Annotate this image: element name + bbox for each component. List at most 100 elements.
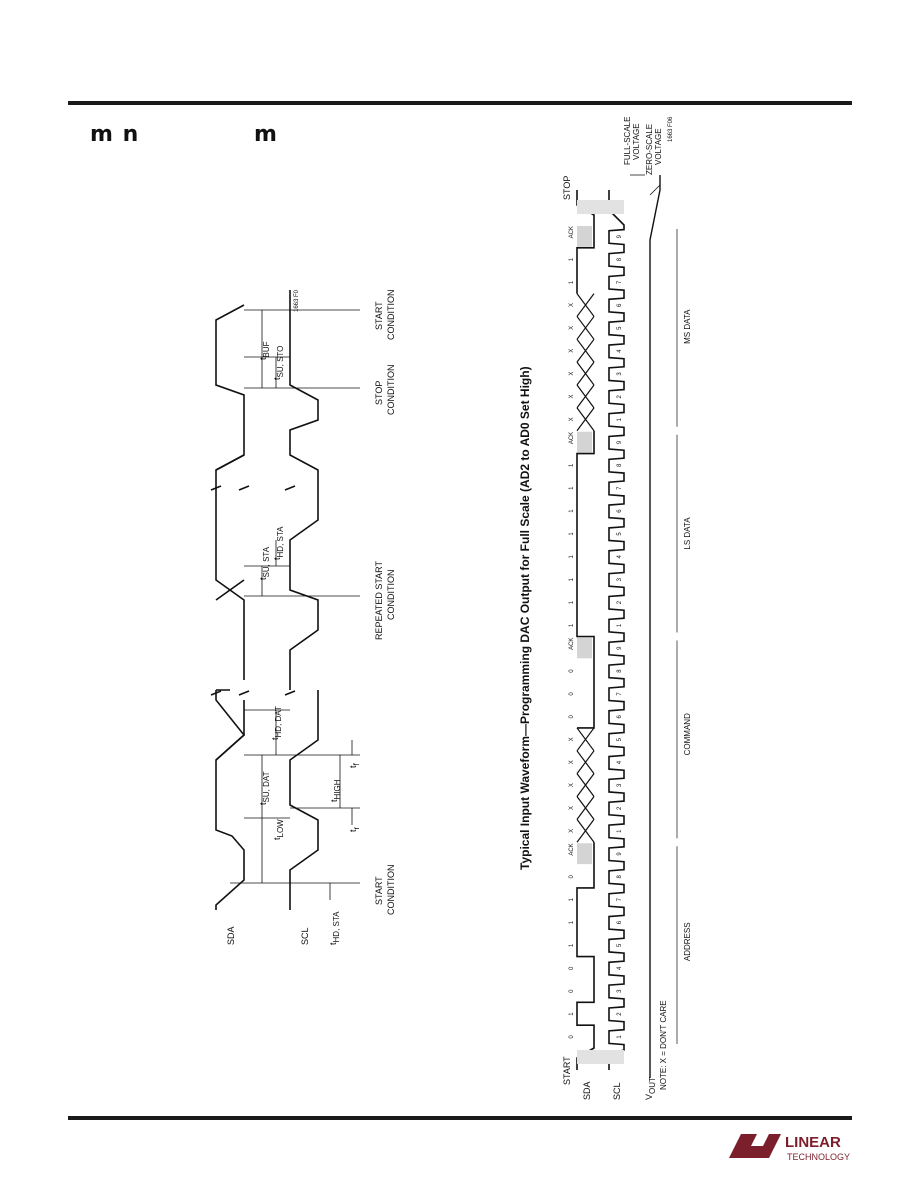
svg-text:tr: tr (348, 826, 361, 832)
svg-text:tHIGH: tHIGH (329, 779, 342, 802)
scl-count-label: 6 (617, 509, 623, 513)
header-fragment-right: m (254, 122, 278, 147)
t-hd-sta-left: t (328, 942, 338, 945)
scl-count-label: 4 (617, 554, 623, 558)
wave-scl-label: SCL (612, 1082, 622, 1100)
scl-count-label: 4 (617, 966, 623, 970)
sda-waveform-alt (215, 454, 245, 761)
logo-text-linear: LINEAR (785, 1134, 841, 1151)
scl-count-label: 1 (617, 417, 623, 421)
repeated-start-b: CONDITION (386, 570, 396, 621)
sda-bit-label: 1 (569, 623, 575, 627)
svg-text:tSU, DAT: tSU, DAT (258, 771, 271, 805)
sda-bit-label: 0 (569, 875, 575, 879)
t-su-dat: t (258, 802, 268, 805)
t-hd-dat-sub: HD, DAT (274, 706, 283, 738)
sda-bit-label: 0 (569, 669, 575, 673)
dont-care-note: NOTE: X = DON'T CARE (659, 1000, 668, 1090)
sda-bit-label: 1 (569, 509, 575, 513)
sda-dontcare-mark (576, 384, 595, 409)
sda-label: SDA (226, 926, 236, 945)
sda-dontcare-mark (576, 338, 595, 363)
scl-count-label: 3 (617, 577, 623, 581)
svg-text:tHD, DAT: tHD, DAT (270, 706, 283, 740)
zero-scale-label-b: VOLTAGE (654, 128, 663, 165)
svg-text:tBUF: tBUF (258, 341, 271, 360)
stop-shade (577, 200, 624, 214)
t-high: t (329, 799, 339, 802)
group-label-command: COMMAND (683, 713, 692, 755)
scl-count-label: 8 (617, 875, 623, 879)
t-hd-sta-left-sub: HD, STA (332, 911, 341, 943)
scl-count-label: 5 (617, 326, 623, 330)
svg-text:tHD, STA: tHD, STA (328, 911, 341, 945)
sda-waveform (215, 304, 246, 910)
sda-bit-label: ACK (569, 432, 575, 444)
scl-count-label: 7 (617, 486, 623, 490)
sda-bit-label: 1 (569, 943, 575, 947)
scl-wave-line (608, 190, 625, 1070)
scl-count-label: 4 (617, 349, 623, 353)
group-label-ls-data: LS DATA (683, 517, 692, 550)
vout-sub: OUT (648, 1077, 657, 1094)
t-su-dat-sub: SU, DAT (262, 771, 271, 802)
sda-bit-label: 0 (569, 1035, 575, 1039)
scl-count-label: 7 (617, 692, 623, 696)
group-label-address: ADDRESS (683, 922, 692, 961)
sda-dontcare-mark (576, 819, 595, 843)
svg-text:tf: tf (348, 762, 361, 768)
t-buf-sub: BUF (262, 341, 271, 357)
sda-bit-label: 0 (569, 966, 575, 970)
sda-bit-label: X (569, 394, 575, 398)
sda-dontcare-mark (576, 361, 595, 386)
t-hd-dat: t (270, 737, 280, 740)
t-f-sub: f (352, 762, 361, 765)
scl-count-label: 2 (617, 600, 623, 604)
t-su-sta-sub: SU, STA (262, 546, 271, 577)
sda-bit-label: 1 (569, 600, 575, 604)
vout-label: VOUT (644, 1077, 657, 1100)
t-r: t (348, 829, 358, 832)
sda-dontcare-mark (576, 293, 595, 317)
t-su-sta: t (258, 577, 268, 580)
scl-count-label: 6 (617, 920, 623, 924)
t-hd-sta-right: t (272, 557, 282, 560)
top-rule (68, 101, 852, 105)
sda-dontcare-mark (576, 727, 595, 752)
logo-text-technology: TECHNOLOGY (787, 1152, 850, 1162)
condition-labels: START CONDITION REPEATED START CONDITION… (374, 290, 396, 916)
sda-bit-label: 1 (569, 920, 575, 924)
waveform-title: Typical Input Waveform—Programming DAC O… (518, 366, 532, 870)
t-low: t (272, 837, 282, 840)
ack-box (577, 226, 592, 247)
sda-bit-label: X (569, 326, 575, 330)
start-condition-2-b: CONDITION (386, 290, 396, 341)
t-f: t (348, 765, 358, 768)
sda-bit-label: 1 (569, 463, 575, 467)
scl-count-label: 9 (617, 646, 623, 650)
scl-count-label: 2 (617, 806, 623, 810)
sda-bit-label: X (569, 349, 575, 353)
vout-v: V (644, 1094, 654, 1100)
sda-bit-label: 0 (569, 715, 575, 719)
timing-param-labels: tHD, STA tLOW tSU, DAT tHIGH tr tf tHD, … (258, 341, 361, 945)
sda-dontcare-mark (576, 407, 595, 432)
wave-stop-label: STOP (562, 176, 572, 200)
t-buf: t (258, 357, 268, 360)
start-condition-1-a: START (374, 876, 384, 905)
sda-bit-label: X (569, 372, 575, 376)
sda-bit-label: 0 (569, 989, 575, 993)
scl-count-label: 6 (617, 303, 623, 307)
sda-bit-label: X (569, 806, 575, 810)
sda-bit-label: 1 (569, 1012, 575, 1016)
sda-wave-line (576, 190, 595, 1070)
sda-bit-label: X (569, 760, 575, 764)
sda-bit-label: ACK (569, 843, 575, 855)
vout-line (649, 175, 661, 1078)
stop-condition-a: STOP (374, 381, 384, 405)
sda-dontcare-mark (576, 796, 595, 820)
t-low-sub: LOW (276, 819, 285, 838)
scl-count-label: 7 (617, 280, 623, 284)
start-condition-2-a: START (374, 301, 384, 330)
